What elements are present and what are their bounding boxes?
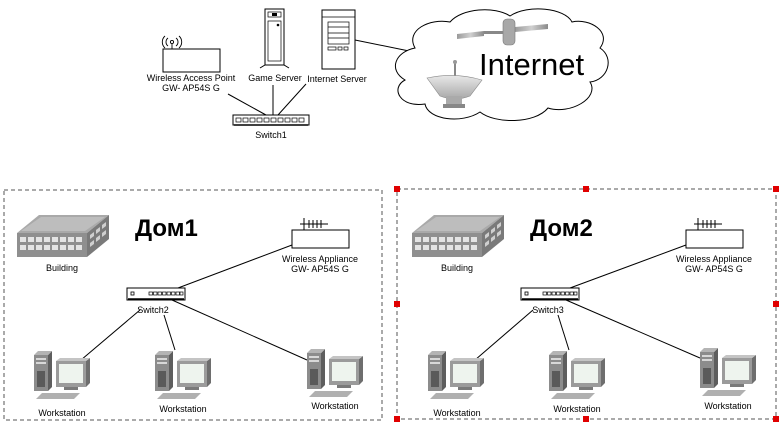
connection-lines (80, 244, 308, 361)
switch2-icon (126, 287, 186, 301)
group-dom2[interactable]: Building Дом2 Wireless Appliance GW- AP5… (394, 186, 779, 422)
switch3-icon (520, 287, 580, 301)
selection-handles[interactable] (394, 186, 779, 422)
switch1[interactable] (232, 114, 310, 126)
satellite-dish-icon (426, 60, 483, 108)
building-label: Building (441, 263, 473, 273)
switch-ports (235, 117, 305, 123)
connection-lines (474, 244, 701, 361)
building-label: Building (46, 263, 78, 273)
server-tower-icon (259, 8, 290, 69)
resize-handle-se[interactable] (773, 416, 779, 422)
internet-cloud[interactable]: Internet (394, 8, 609, 122)
group-dom1[interactable]: Building Дом1 Wireless Appliance GW- AP5… (3, 189, 383, 421)
workstation-label: Workstation (311, 401, 358, 411)
resize-handle-n[interactable] (583, 186, 589, 192)
switch1-label: Switch1 (255, 130, 287, 140)
workstation-icon (155, 351, 211, 399)
wifi-icon (161, 35, 183, 49)
resize-handle-nw[interactable] (394, 186, 400, 192)
workstation-label: Workstation (159, 404, 206, 414)
access-point-model: GW- AP54S G (162, 83, 220, 93)
workstation-icon (34, 351, 90, 399)
workstation-icon (700, 348, 756, 396)
wireless-appliance-icon (685, 217, 744, 249)
workstation-label: Workstation (704, 401, 751, 411)
appliance-model: GW- AP54S G (291, 264, 349, 274)
workstation-icon (428, 351, 484, 399)
switch2-label: Switch2 (137, 305, 169, 315)
server-rack-icon (321, 9, 356, 70)
appliance-model: GW- AP54S G (685, 264, 743, 274)
workstation-icon (549, 351, 605, 399)
access-point-box (162, 48, 221, 73)
resize-handle-e[interactable] (773, 301, 779, 307)
workstation-label: Workstation (433, 408, 480, 418)
connection-lines-top (227, 39, 415, 116)
building-icon (17, 215, 109, 257)
appliance-label: Wireless Appliance (676, 254, 752, 264)
internet-server[interactable] (321, 9, 356, 70)
group-title: Дом2 (530, 215, 593, 242)
internet-server-label: Internet Server (307, 74, 367, 84)
workstation-label: Workstation (553, 404, 600, 414)
game-server-label: Game Server (248, 73, 302, 83)
workstation-label: Workstation (38, 408, 85, 418)
internet-label: Internet (479, 47, 585, 82)
group-title: Дом1 (135, 215, 198, 242)
switch3-label: Switch3 (532, 305, 564, 315)
appliance-label: Wireless Appliance (282, 254, 358, 264)
access-point-label: Wireless Access Point (147, 73, 236, 83)
resize-handle-s[interactable] (583, 416, 589, 422)
workstation-icon (307, 349, 363, 397)
resize-handle-sw[interactable] (394, 416, 400, 422)
game-server[interactable] (259, 8, 290, 69)
wireless-appliance-icon (291, 217, 350, 249)
wireless-access-point[interactable] (161, 35, 221, 73)
satellite-icon (457, 18, 548, 46)
building-icon (412, 215, 504, 257)
resize-handle-w[interactable] (394, 301, 400, 307)
resize-handle-ne[interactable] (773, 186, 779, 192)
group-border (3, 189, 383, 421)
